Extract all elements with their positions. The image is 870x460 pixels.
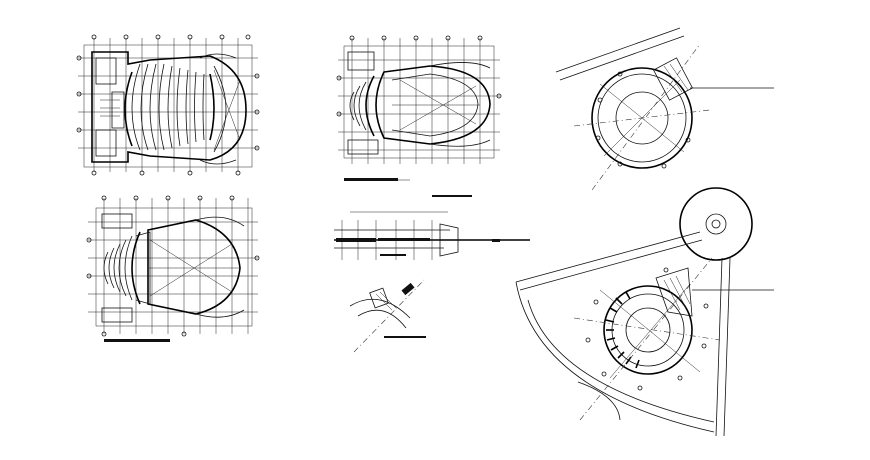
- plan-level-1: [76, 34, 260, 176]
- plan-3-building: [101, 213, 245, 323]
- plan-level-2: [336, 35, 502, 197]
- plan-3-title-bar: [104, 339, 170, 342]
- plan-3-dimension-ticks: [86, 195, 260, 337]
- plan-1-building: [91, 51, 247, 165]
- round-stair-detail-top: [555, 27, 774, 191]
- round-stair-detail-large: [515, 187, 774, 437]
- stair-treads: [605, 291, 640, 369]
- plan-1-grid: [78, 38, 258, 172]
- section-elevation: [334, 211, 530, 260]
- plan-1-dimension-ticks: [76, 34, 260, 176]
- plan-2-title-bar: [344, 178, 472, 197]
- detail-stair: [349, 279, 426, 353]
- plan-2-dimension-ticks: [336, 35, 502, 117]
- plan-2-grid: [338, 38, 500, 164]
- plan-2-building: [347, 51, 491, 155]
- plan-3-grid: [88, 198, 258, 334]
- plan-level-3: [86, 195, 260, 342]
